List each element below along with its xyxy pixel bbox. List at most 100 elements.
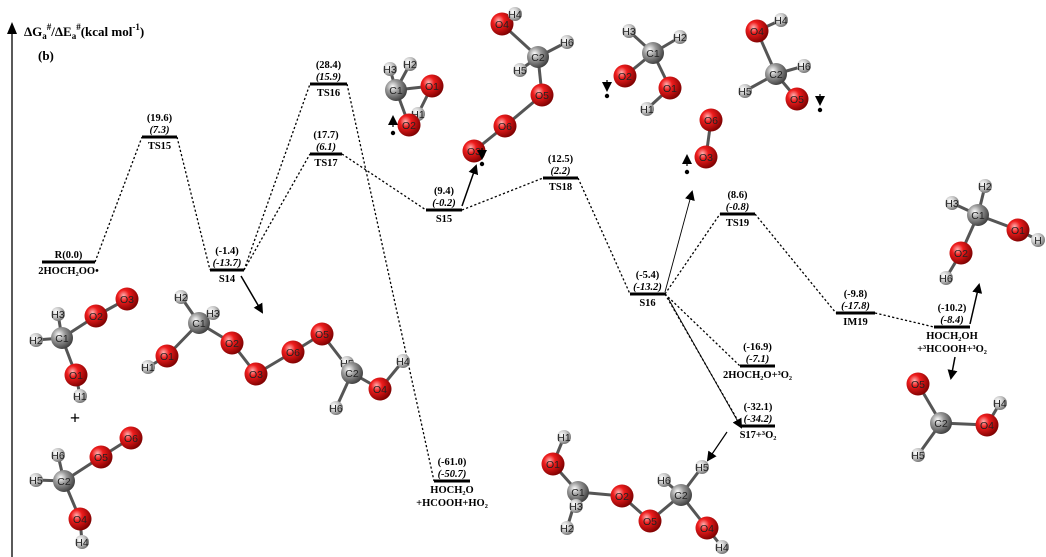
atom-o (613, 64, 637, 88)
atom-o (310, 322, 334, 346)
energy-level-labels: R(0.0)2HOCH₂OO•(19.6)(7.3)TS15(-1.4)(-13… (38, 60, 987, 509)
atom-label: H4 (993, 398, 1007, 410)
atom-h (1031, 233, 1045, 247)
atom-o (397, 113, 421, 137)
level-value-electronic-ts16: (15.9) (316, 72, 341, 83)
atom-h (640, 102, 654, 116)
y-axis-arrowhead (7, 22, 17, 34)
radical-dot (479, 161, 485, 167)
arrow-s15-structure (461, 164, 479, 207)
atom-label: H2 (403, 59, 417, 71)
atom-h (738, 84, 752, 98)
atom-label: H6 (560, 37, 574, 49)
level-value-electronic-ts19: (-0.8) (726, 202, 750, 213)
atom-o (220, 331, 244, 355)
atom-label: C2 (57, 476, 71, 488)
atom-o (906, 372, 930, 396)
atom-c (765, 63, 787, 85)
atom-o (84, 304, 108, 328)
atom-o (530, 83, 554, 107)
atom-label: H6 (329, 403, 343, 415)
level-value-p4: (-10.2) (938, 303, 967, 314)
atom-o (699, 108, 723, 132)
level-name-p2: 2HOCH₂O+³O₂ (723, 370, 792, 381)
atom-o (244, 362, 268, 386)
level-name-ts17: TS17 (314, 158, 337, 169)
atom-label: O6 (498, 121, 512, 133)
atom-label: C1 (192, 318, 206, 330)
atom-label: H1 (141, 362, 155, 374)
atom-o (490, 12, 514, 36)
atom-label: H3 (206, 308, 220, 320)
atom-label: O1 (160, 351, 174, 363)
atom-label: O5 (643, 516, 657, 528)
atom-label: H2 (673, 32, 687, 44)
atom-o (745, 19, 769, 43)
structure-arrows (240, 164, 983, 462)
atom-label: C2 (769, 69, 783, 81)
atom-label: H5 (738, 86, 752, 98)
level-name-p3: S17+³O₂ (740, 430, 777, 441)
atom-label: H3 (945, 198, 959, 210)
level-value-electronic-s16: (-13.2) (633, 282, 662, 293)
arrow-s17-structure (706, 431, 728, 462)
atom-label: O4 (980, 420, 994, 432)
atom-label: O4 (373, 384, 387, 396)
atom-label: H2 (560, 523, 574, 535)
atom-o (658, 76, 682, 100)
atom-h (508, 7, 522, 21)
level-name-p4: HOCH₂OH (926, 331, 978, 342)
level-value-p2: (-16.9) (743, 342, 772, 353)
atom-h (993, 396, 1007, 410)
atom-label: H1 (73, 391, 87, 403)
atom-h (945, 196, 959, 210)
atom-h (403, 57, 417, 71)
level-value-s15: (9.4) (434, 186, 455, 197)
atom-label: O5 (94, 452, 108, 464)
atom-label: O4 (73, 514, 87, 526)
atom-h (174, 290, 188, 304)
atom-h (695, 460, 709, 474)
atom-label: O6 (124, 433, 138, 445)
energy-levels (42, 82, 970, 483)
atom-h (978, 179, 992, 193)
atom-o (89, 445, 113, 469)
atom-h (560, 521, 574, 535)
level-value-electronic-im19: (-17.8) (841, 301, 870, 312)
level-value-electronic-s14: (-13.7) (213, 258, 242, 269)
atom-label: O1 (425, 81, 439, 93)
level-name-ts18: TS18 (549, 182, 572, 193)
atom-o (281, 340, 305, 364)
atom-c (188, 312, 210, 334)
atom-c (967, 204, 989, 226)
level-value-electronic-p3: (-34.2) (744, 414, 773, 425)
level-name-ts16: TS16 (317, 88, 340, 99)
atom-c (385, 79, 407, 101)
atom-label: O4 (495, 19, 509, 31)
level-value-p1: (-61.0) (438, 457, 467, 468)
radical-dot (817, 107, 823, 113)
atom-label: H3 (569, 501, 583, 513)
atom-label: H6 (51, 450, 65, 462)
atom-label: H4 (774, 15, 788, 27)
atom-h (51, 448, 65, 462)
atom-c (527, 46, 549, 68)
atom-label: O2 (618, 71, 632, 83)
atom-label: O3 (699, 152, 713, 164)
arrow-s16-upper-structure (664, 190, 695, 293)
molecule-s14: H2C1H3O1H1O2O3O6O5H5C2O4H4H6 (141, 290, 410, 415)
atom-label: C1 (646, 48, 660, 60)
atom-c (930, 412, 952, 434)
plus-sign: + (70, 408, 80, 428)
level-value-ts15: (19.6) (147, 113, 173, 124)
atom-h (939, 271, 953, 285)
atom-label: O1 (69, 370, 83, 382)
level-name-r: 2HOCH₂OO• (38, 266, 99, 277)
level-value-electronic-s15: (-0.2) (432, 198, 456, 209)
atom-o (610, 484, 634, 508)
